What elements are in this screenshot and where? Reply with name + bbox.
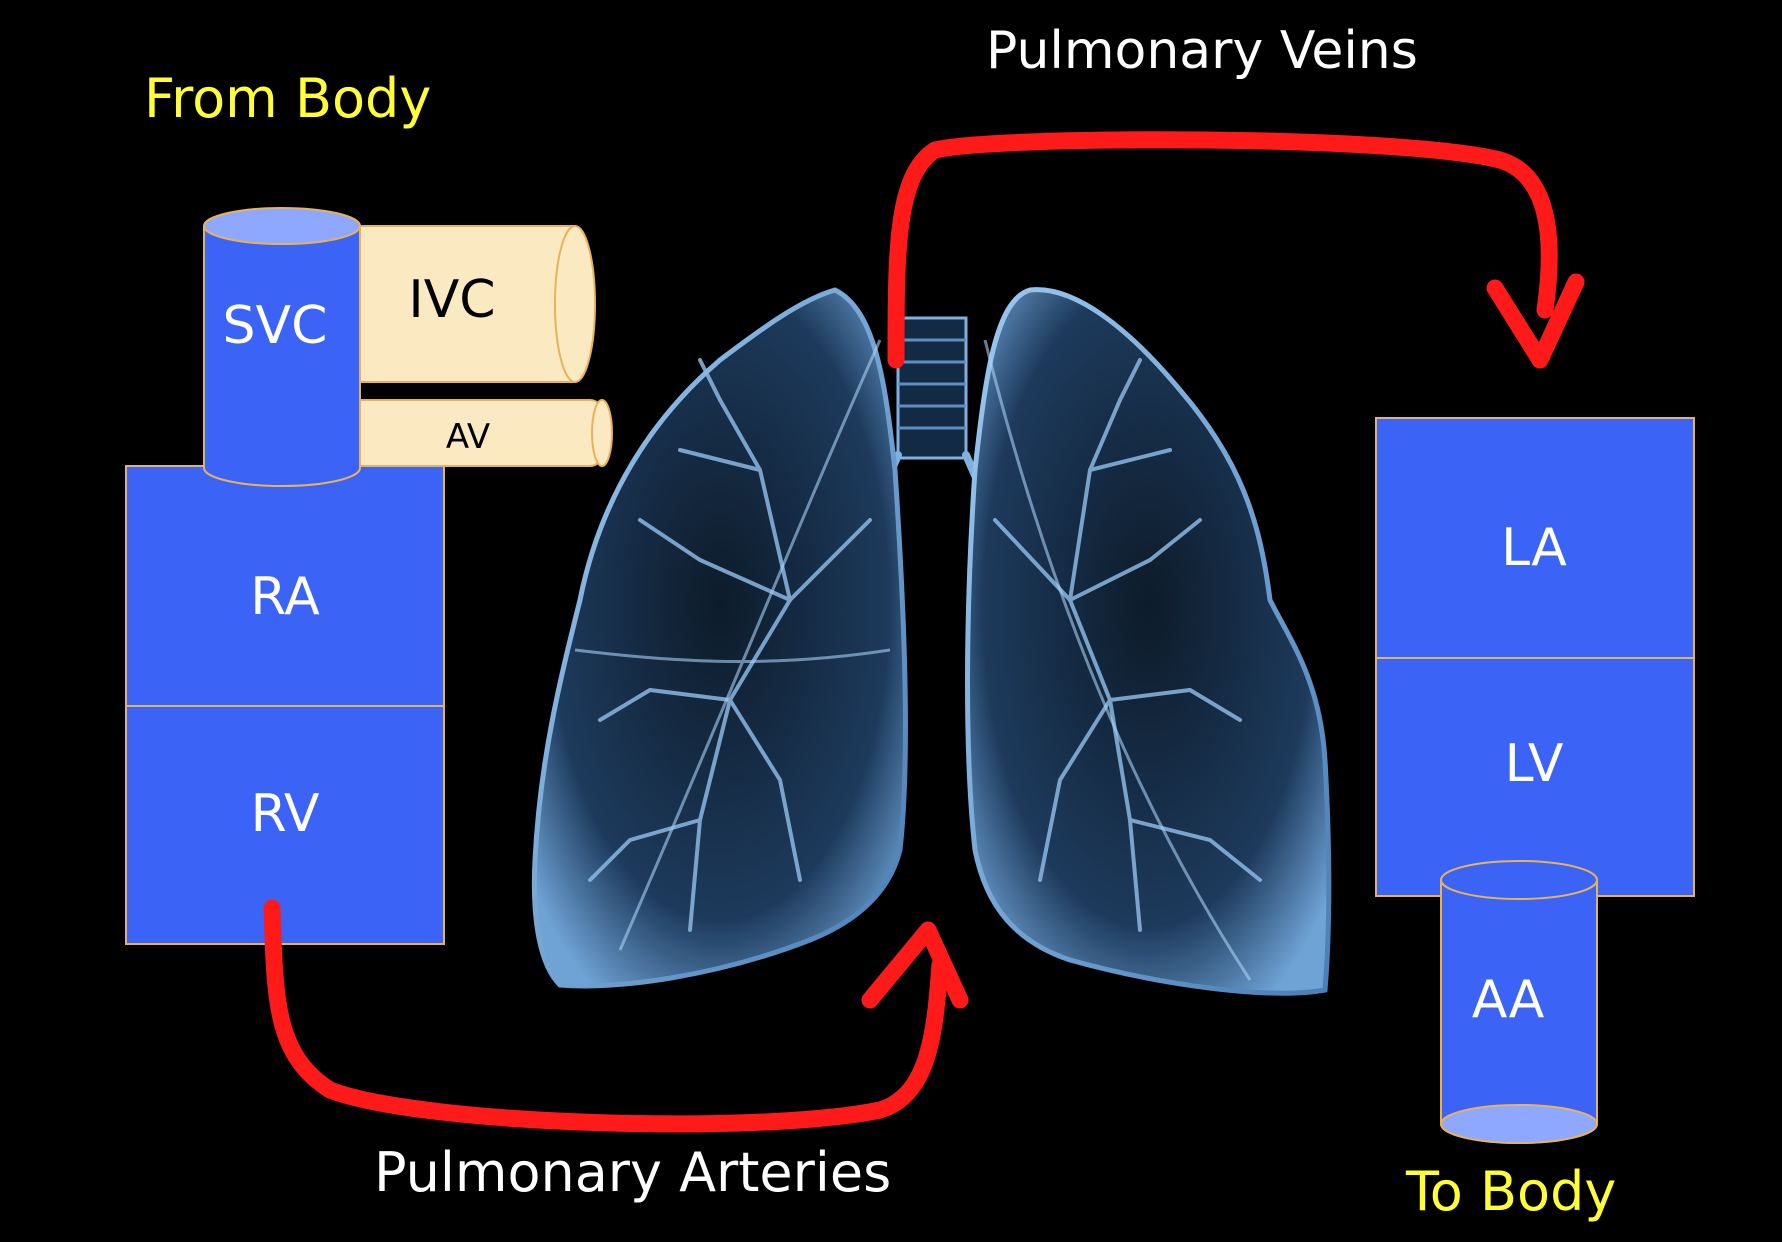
svc-vessel: SVC [203, 207, 361, 487]
left-lung [965, 287, 1332, 996]
svc-label: SVC [223, 296, 328, 356]
pulmonary-veins-label: Pulmonary Veins [986, 21, 1418, 81]
la-label: LA [1501, 518, 1567, 578]
right-lung [531, 287, 908, 989]
ivc-label: IVC [408, 270, 495, 330]
lv-label: LV [1505, 734, 1564, 794]
pulmonary-arteries-label: Pulmonary Arteries [374, 1141, 891, 1204]
left-ventricle [1375, 657, 1695, 897]
right-atrium [125, 465, 445, 707]
curved-arrow-icon [263, 899, 969, 1133]
lungs-illustration [531, 287, 1332, 996]
lobe-fissures [574, 339, 1252, 981]
av-label: AV [446, 417, 490, 457]
ra-label: RA [250, 567, 320, 627]
from-body-label: From Body [144, 67, 431, 130]
to-body-label: To Body [1405, 1160, 1616, 1223]
left-atrium [1375, 417, 1695, 659]
ivc-vessel: IVC [354, 225, 596, 383]
aa-label: AA [1472, 970, 1545, 1030]
right-heart: RA RV [125, 465, 445, 945]
rv-label: RV [251, 784, 320, 844]
curved-arrow-icon [887, 131, 1585, 369]
bronchial-tree [588, 358, 1262, 932]
right-ventricle [125, 705, 445, 945]
av-vessel: AV [339, 399, 613, 467]
aa-vessel: AA [1440, 860, 1598, 1144]
left-heart: LA LV [1375, 417, 1695, 897]
